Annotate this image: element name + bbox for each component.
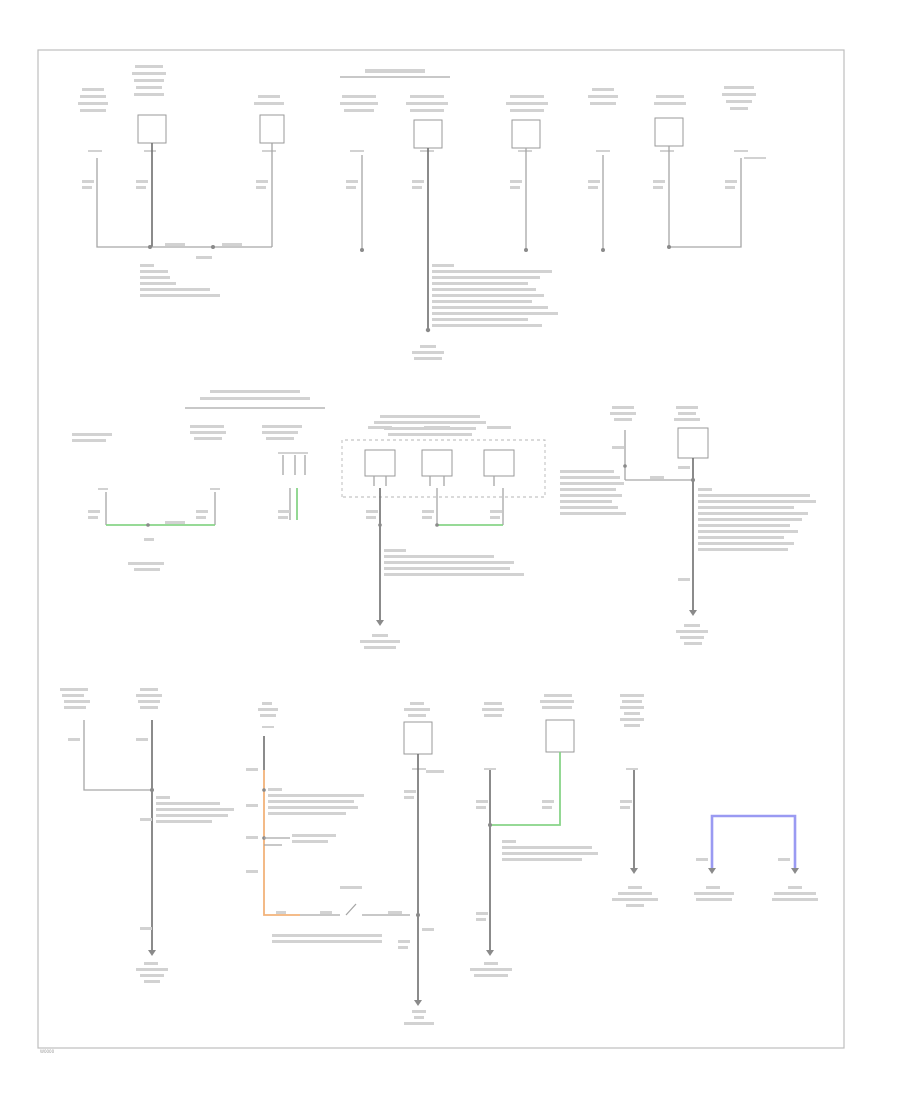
ground-symbol <box>148 950 156 956</box>
splice-note <box>140 256 220 297</box>
ground-point-label <box>412 345 444 360</box>
component-box <box>364 449 396 477</box>
figure-code: W0000 <box>40 1049 55 1054</box>
diagram-frame <box>37 49 845 1049</box>
component-box <box>677 427 709 459</box>
top-connectors <box>88 150 766 159</box>
group-header-label <box>200 397 310 400</box>
component-box <box>654 117 684 147</box>
ground-symbol <box>689 610 697 616</box>
splice-node <box>360 248 364 252</box>
ground-wire <box>668 146 742 248</box>
splice-node <box>425 327 431 333</box>
ground-symbol <box>414 1000 422 1006</box>
ground-symbol <box>708 868 716 874</box>
component-box <box>403 721 433 755</box>
ground-wire <box>96 158 150 248</box>
bottom-ground-section <box>60 688 818 1025</box>
wire-labels <box>82 180 737 246</box>
module-outline <box>341 439 546 498</box>
component-box <box>421 449 453 477</box>
component-box <box>545 719 575 753</box>
component-box <box>483 449 515 477</box>
ground-symbol <box>630 868 638 874</box>
splice-node <box>211 245 215 249</box>
ground-wire-blue <box>710 814 797 868</box>
ground-wire <box>300 903 410 916</box>
top-component-labels <box>78 65 756 112</box>
component-box <box>259 114 285 144</box>
splice-note <box>560 470 626 515</box>
ground-wire <box>83 720 152 791</box>
splice-node <box>601 248 605 252</box>
component-box <box>137 114 167 144</box>
ground-wire-green <box>490 752 561 826</box>
middle-ground-section <box>72 390 816 649</box>
splice-node <box>667 245 671 249</box>
section-header-label <box>365 69 425 73</box>
splice-node <box>148 245 152 249</box>
ground-wire-orange <box>263 770 300 916</box>
splice-note <box>268 788 364 843</box>
splice-note <box>502 840 598 861</box>
ground-symbol <box>486 950 494 956</box>
splice-note <box>156 796 234 823</box>
group-header-label <box>210 390 300 393</box>
component-box <box>413 119 443 149</box>
ground-symbol <box>791 868 799 874</box>
component-box <box>511 119 541 149</box>
splice-note <box>698 488 816 551</box>
splice-note <box>432 264 558 327</box>
ground-symbol <box>376 620 384 626</box>
splice-node <box>524 248 528 252</box>
top-ground-section <box>78 65 766 360</box>
